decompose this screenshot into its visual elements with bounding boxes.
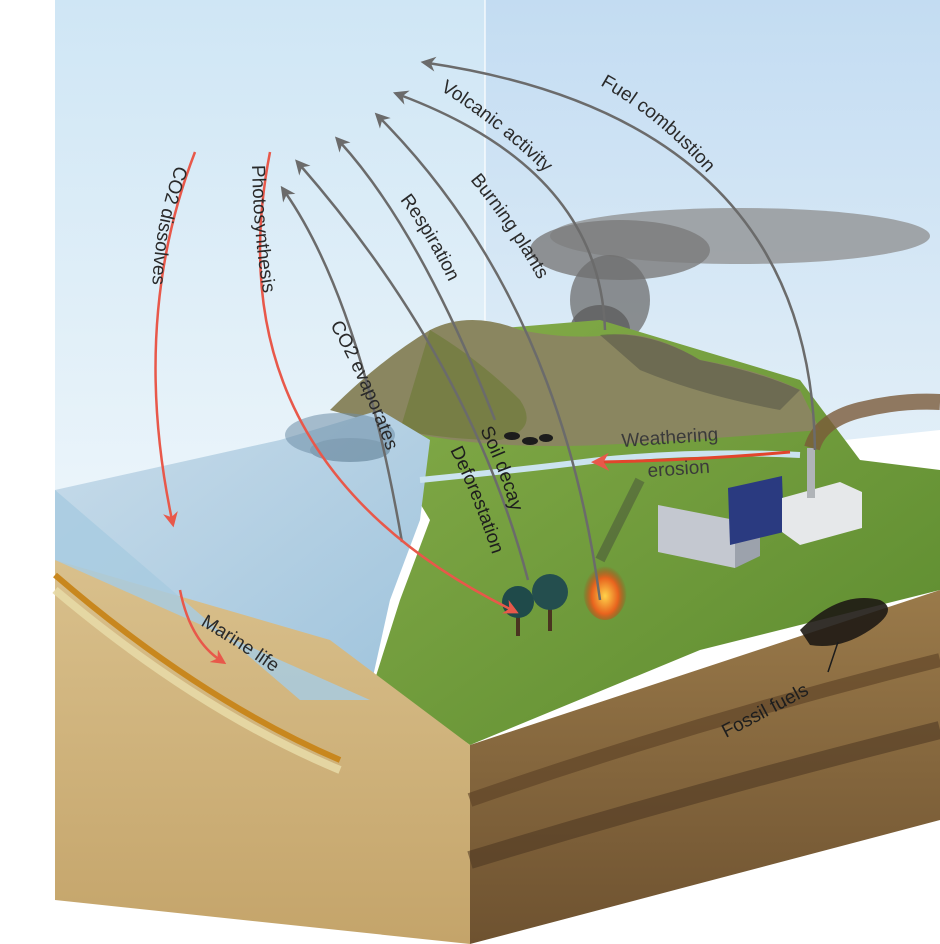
land-cross-section [470,590,940,944]
co2-dissolves-arrow [154,151,197,528]
power-plant [782,448,862,545]
grazing-animals [504,432,553,445]
factory-smoke [804,393,940,451]
photosynthesis-arrow [258,151,519,614]
weathering-arrow [591,450,791,471]
fossil-fuel-deposit [800,598,888,646]
fossil-fuels-pointer [827,641,839,673]
smoke-cloud [530,208,930,355]
marine-life-arrow [178,589,227,665]
volcano-mountain [330,320,820,446]
volcanic-activity-arrow [392,90,607,331]
sediment-layer [53,572,342,763]
fuel-combustion-arrow [420,56,817,451]
office-buildings [658,476,784,568]
ocean-ripples [285,413,395,462]
burning-plants-arrow [374,112,602,601]
forest-fire [583,477,645,620]
soil-decay-arrow [295,159,530,581]
respiration-arrow [334,136,497,421]
co2-evaporates-arrow [280,185,404,543]
erosion-label: erosion [647,457,711,482]
